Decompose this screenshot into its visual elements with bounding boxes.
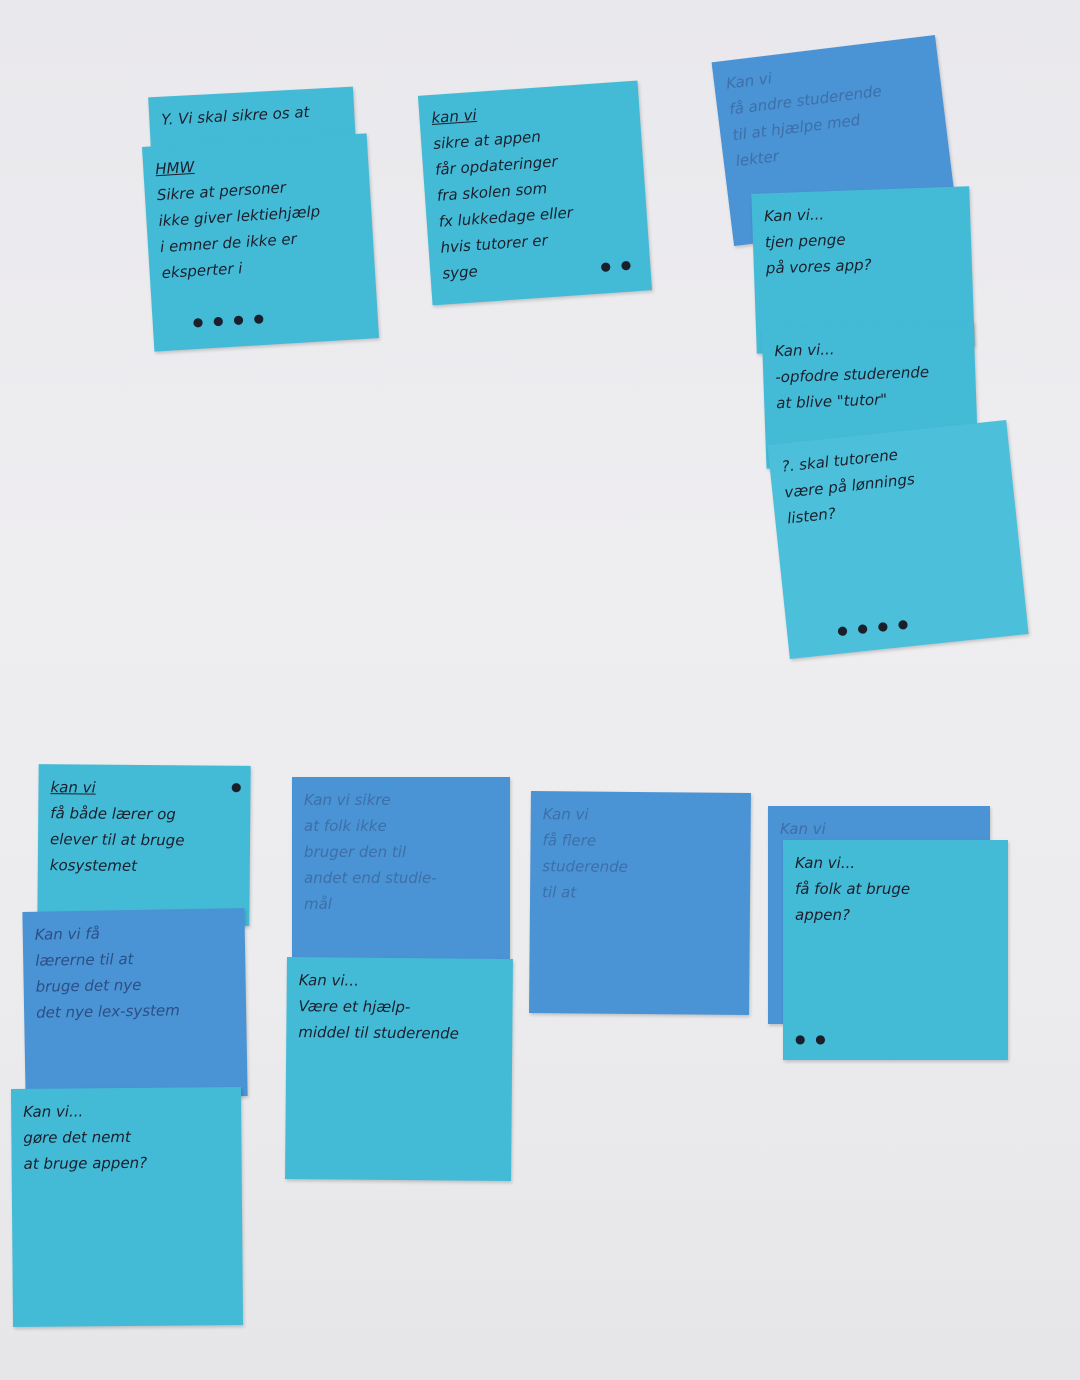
sticky-note: Kan vi... Være et hjælp- middel til stud… bbox=[285, 957, 513, 1181]
sticky-note: Kan vi få flere studerende til at bbox=[529, 791, 751, 1015]
note-text-line: gøre det nemt bbox=[23, 1127, 131, 1147]
note-text-line: andet end studie- bbox=[304, 869, 437, 887]
note-heading: kan vi bbox=[50, 778, 96, 797]
note-text-line: Kan vi bbox=[542, 805, 589, 824]
note-text-line: elever til at bruge bbox=[49, 830, 185, 850]
note-text-line: få både lærer og bbox=[50, 804, 176, 824]
note-text-line: få flere bbox=[542, 831, 597, 850]
note-text-line: mål bbox=[304, 895, 332, 913]
note-text-line: at blive "tutor" bbox=[775, 390, 888, 413]
note-text-line: at bruge appen? bbox=[23, 1153, 148, 1173]
sticky-note: HMW Sikre at personer ikke giver lektieh… bbox=[141, 133, 380, 352]
note-text-line: det nye lex-system bbox=[35, 1001, 180, 1022]
marker-dots-icon: ● ● ● ● bbox=[192, 310, 268, 330]
sticky-note: kan vi sikre at appen får opdateringer f… bbox=[417, 80, 653, 306]
sticky-note: Kan vi få lærerne til at bruge det nye d… bbox=[22, 908, 248, 1100]
note-text-line: lærerne til at bbox=[35, 950, 134, 970]
marker-dot-icon: ● bbox=[230, 779, 245, 794]
note-text-line: få folk at bruge bbox=[795, 880, 911, 898]
sticky-note: Kan vi... få folk at bruge appen? ● ● bbox=[783, 840, 1008, 1060]
note-text-line: til at bbox=[542, 883, 577, 902]
note-text-line: Kan vi bbox=[780, 820, 826, 838]
sticky-note: Kan vi sikre at folk ikke bruger den til… bbox=[292, 777, 510, 982]
note-text-line: på vores app? bbox=[765, 255, 872, 278]
marker-dots-icon: ● ● bbox=[600, 257, 635, 274]
note-text-line: Kan vi... bbox=[795, 854, 856, 872]
note-text-line: middel til studerende bbox=[298, 1023, 459, 1043]
note-text-line: studerende bbox=[542, 857, 629, 876]
note-text-line: Kan vi... bbox=[298, 971, 359, 990]
sticky-note: kan vi få både lærer og elever til at br… bbox=[37, 764, 251, 926]
note-text-line: at folk ikke bbox=[304, 817, 387, 835]
sticky-note: ?. skal tutorene være på lønnings listen… bbox=[767, 420, 1029, 659]
note-text-line: Y. Vi skal sikre os at bbox=[160, 103, 310, 129]
sticky-note: Kan vi... gøre det nemt at bruge appen? bbox=[10, 1087, 244, 1327]
note-text-line: Kan vi... bbox=[23, 1102, 84, 1121]
note-text-line: Være et hjælp- bbox=[298, 997, 411, 1017]
note-text-line: Kan vi sikre bbox=[304, 791, 391, 809]
note-text-line: Kan vi få bbox=[34, 924, 100, 944]
marker-dots-icon: ● ● ● ● bbox=[836, 616, 912, 638]
note-text-line: kosystemet bbox=[49, 856, 138, 875]
marker-dots-icon: ● ● bbox=[795, 1032, 829, 1046]
note-text-line: appen? bbox=[795, 906, 850, 924]
note-text-line: bruger den til bbox=[304, 843, 407, 861]
note-text-line: bruge det nye bbox=[35, 975, 142, 996]
